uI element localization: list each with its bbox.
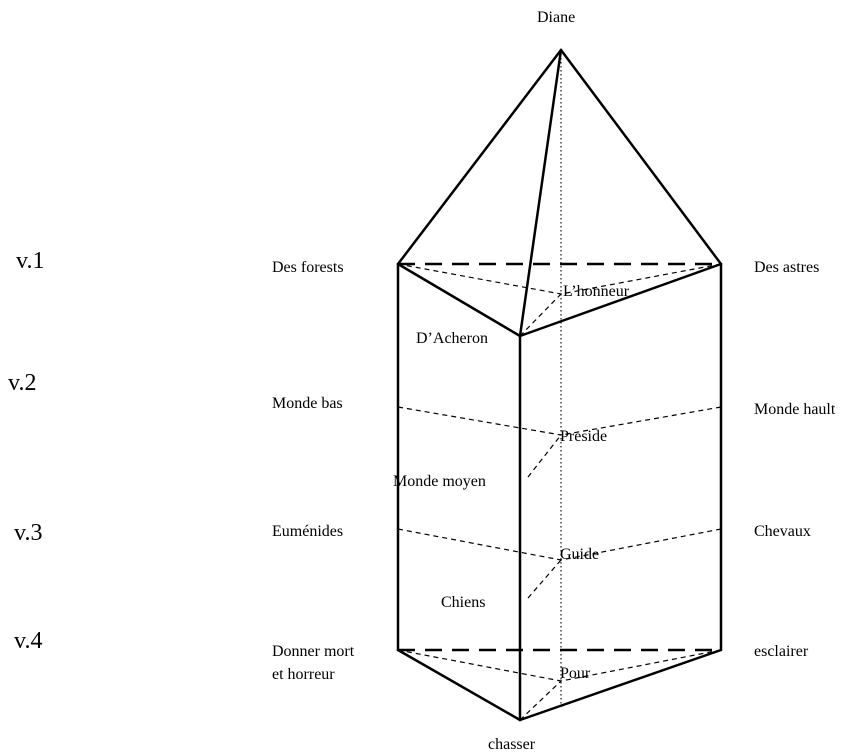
label-v1-right: Des astres [754, 259, 819, 276]
label-v4-right: esclairer [754, 643, 809, 660]
verse-label-v3: v.3 [14, 520, 42, 546]
v3-right-to-center [560, 528, 722, 561]
v1-front-to-center [519, 293, 562, 337]
top-triangle [396, 262, 723, 338]
label-v2-right: Monde hault [754, 401, 836, 418]
label-v4-center: Pour [560, 665, 591, 682]
top-left-edge [396, 262, 522, 338]
verse-label-v2: v.2 [8, 370, 36, 396]
v2-front-to-center [527, 434, 562, 478]
bottom-right-edge [518, 648, 723, 722]
v4-right-to-center [560, 649, 722, 682]
pyramid-edge-left [396, 48, 563, 266]
label-v2-center: Preside [560, 428, 607, 445]
label-v3-center: Guide [560, 546, 599, 563]
bottom-triangle [396, 648, 723, 722]
label-v3-left: Euménides [272, 523, 343, 540]
verse-label-v4: v.4 [14, 628, 42, 654]
level-2-lines [397, 406, 722, 478]
v2-right-to-center [560, 406, 722, 436]
label-v1-front: D’Acheron [416, 330, 488, 347]
label-apex: Diane [537, 9, 575, 26]
top-right-edge [518, 262, 723, 338]
label-v2-front: Monde moyen [393, 473, 486, 490]
label-v1-left: Des forests [272, 259, 344, 276]
pyramid-edges [396, 48, 723, 338]
label-v4-left-line2: et horreur [272, 666, 335, 683]
level-3-lines [397, 528, 722, 599]
v2-left-to-center [397, 406, 562, 436]
verse-label-v1: v.1 [16, 248, 44, 274]
pyramid-edge-front [518, 48, 563, 338]
v4-front-to-center [519, 680, 562, 721]
v3-left-to-center [397, 528, 562, 561]
label-v2-left: Monde bas [272, 395, 343, 412]
v3-front-to-center [527, 559, 562, 599]
label-v3-front: Chiens [441, 594, 485, 611]
label-v4-left-line1: Donner mort [272, 643, 355, 660]
label-bottom: chasser [488, 736, 536, 753]
v1-left-to-center [397, 263, 562, 295]
label-v1-back: L’honneur [563, 283, 630, 300]
bottom-left-edge [396, 648, 522, 722]
prism-vertical-edges [396, 262, 723, 722]
v4-left-to-center [397, 649, 562, 682]
pyramid-edge-right [559, 48, 723, 266]
v1-right-to-center [560, 263, 722, 295]
label-v3-right: Chevaux [754, 523, 811, 540]
